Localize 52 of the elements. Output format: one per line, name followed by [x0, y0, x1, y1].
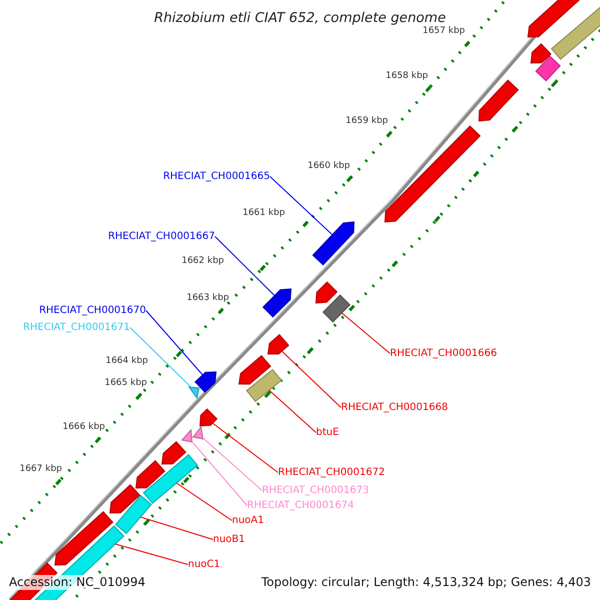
gene-bar: [143, 454, 198, 504]
leader-line: [176, 482, 232, 521]
scale-label: 1664 kbp: [106, 355, 148, 368]
leader-line: [281, 350, 342, 408]
leader-line: [268, 390, 316, 433]
gene-label: RHECIAT_CH0001668: [341, 401, 448, 414]
leader-line: [140, 516, 214, 540]
gene-label: nuoB1: [213, 533, 246, 546]
scale-label: 1657 kbp: [422, 25, 465, 38]
gene-label: RHECIAT_CH0001672: [278, 466, 385, 479]
gene-feature: [195, 372, 216, 393]
scale-label: 1658 kbp: [386, 70, 428, 83]
gene-label: nuoC1: [188, 558, 220, 571]
gene-label: RHECIAT_CH0001665: [163, 170, 270, 183]
scale-label: 1667 kbp: [20, 463, 62, 476]
gene-feature: [263, 289, 291, 317]
leader-line: [270, 176, 333, 236]
gene-label: RHECIAT_CH0001670: [39, 304, 146, 317]
leader-line: [130, 327, 192, 388]
scale-label: 1666 kbp: [62, 421, 105, 434]
leader-line: [146, 310, 204, 376]
gene-bar: [323, 295, 350, 322]
gene-label: RHECIAT_CH0001666: [390, 347, 497, 360]
scale-label: 1663 kbp: [186, 292, 229, 305]
gene-marker: [182, 430, 192, 442]
gene-feature: [200, 409, 217, 426]
gene-feature: [268, 334, 289, 354]
leader-line: [341, 312, 390, 354]
gene-label: RHECIAT_CH0001673: [262, 484, 369, 497]
gene-label: RHECIAT_CH0001671: [23, 321, 130, 334]
title: Rhizobium etli CIAT 652, complete genome: [153, 9, 447, 26]
scale-label: 1661 kbp: [242, 207, 285, 220]
gene-feature: [312, 222, 354, 265]
scale-label: 1665 kbp: [104, 377, 147, 390]
gene-label: btuE: [316, 426, 339, 439]
gene-label: RHECIAT_CH0001667: [108, 230, 215, 243]
leader-line: [202, 437, 262, 491]
leader-line: [191, 440, 248, 506]
leader-line: [214, 236, 276, 296]
gene-bar: [115, 495, 152, 534]
leader-line: [114, 544, 188, 565]
scale-label: 1659 kbp: [346, 115, 388, 128]
gene-label: nuoA1: [232, 514, 264, 527]
gene-label: RHECIAT_CH0001674: [247, 499, 354, 512]
scale-label: 1660 kbp: [308, 160, 350, 173]
footer-text: Accession: NC_010994: [8, 575, 146, 590]
leader-line: [212, 422, 278, 473]
scale-label: 1662 kbp: [182, 255, 224, 268]
footer-text: Topology: circular; Length: 4,513,324 bp; Genes: 4,403: [260, 575, 592, 590]
gene-bar: [246, 369, 282, 402]
gene-marker: [189, 387, 199, 398]
gene-marker: [193, 427, 203, 439]
